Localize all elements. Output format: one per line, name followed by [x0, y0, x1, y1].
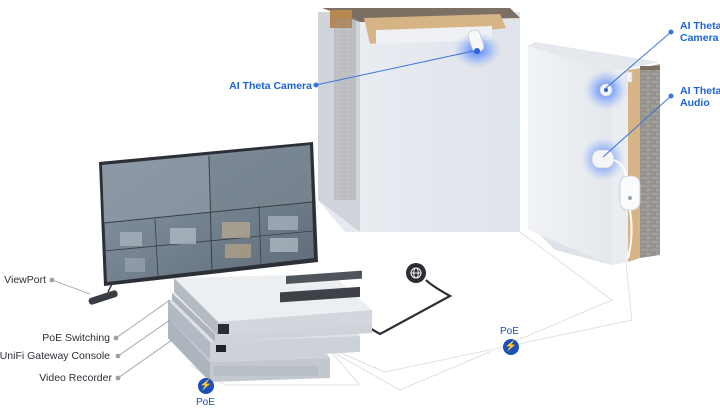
label-camera-wall-line2: Camera	[680, 32, 719, 44]
poe-label-bottom: PoE	[196, 397, 215, 408]
label-viewport: ViewPort	[4, 274, 46, 286]
callout-dots	[313, 29, 674, 99]
label-camera-ceiling: AI Theta Camera	[229, 80, 312, 92]
viewport-device	[88, 283, 118, 305]
callout-lines	[315, 31, 672, 158]
label-audio: AI Theta Audio	[680, 85, 720, 109]
rack-stack	[168, 270, 372, 382]
label-audio-line2: Audio	[680, 97, 710, 109]
label-audio-line1: AI Theta	[680, 85, 720, 97]
label-camera-wall-line1: AI Theta	[680, 20, 720, 32]
video-wall-display	[99, 142, 318, 286]
globe-icon	[406, 263, 426, 283]
poe-label-right: PoE	[500, 326, 519, 337]
label-video-recorder: Video Recorder	[39, 372, 112, 384]
label-camera-wall: AI Theta Camera	[680, 20, 720, 44]
wall-camera	[584, 70, 633, 110]
label-gateway-console: UniFi Gateway Console	[0, 350, 110, 362]
lightning-bolt-icon: ⚡	[198, 378, 214, 394]
audio-device	[581, 137, 641, 259]
lightning-bolt-icon: ⚡	[503, 339, 519, 355]
label-poe-switching: PoE Switching	[42, 332, 110, 344]
left-callout-lines	[51, 279, 173, 379]
left-callout-dots	[49, 277, 121, 381]
